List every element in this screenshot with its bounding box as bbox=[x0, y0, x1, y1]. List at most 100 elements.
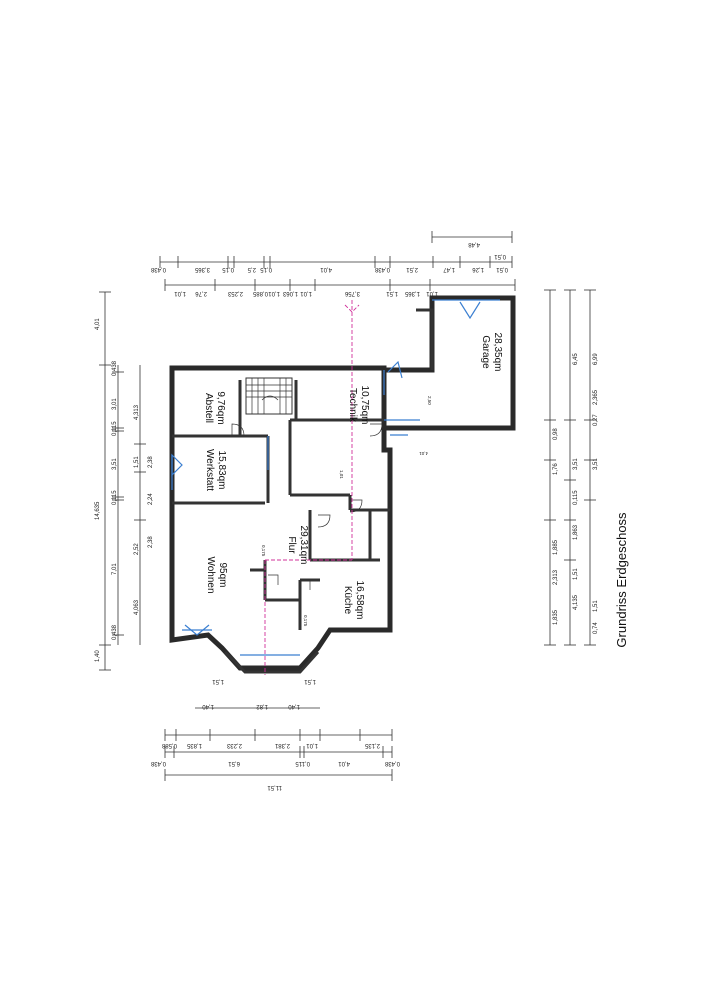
dim-top-5: 0,15 bbox=[260, 266, 272, 272]
dim-right-inner-3: 1,885 bbox=[553, 539, 559, 555]
left-dimension-chain: 4,01 14,635 1,40 0,438 3,01 0,115 3,51 0… bbox=[95, 291, 154, 671]
room-wohnen: Wohnen 95qm bbox=[205, 556, 228, 593]
room-flur-area: 29,31qm bbox=[298, 526, 309, 565]
room-technik-name: Technik bbox=[347, 388, 358, 423]
room-wohnen-name: Wohnen bbox=[205, 556, 216, 593]
dim-top-7: 0,438 bbox=[374, 266, 390, 272]
dim-bottom-detail-4: 2,381 bbox=[274, 742, 290, 748]
dim-top-inner-5: 1,01 bbox=[268, 290, 280, 296]
dim-left-small-3: 2,38 bbox=[148, 536, 154, 548]
dim-bottom-mid-1: 0,438 bbox=[150, 760, 166, 766]
right-dimension-chain: 0,74 1,51 3,51 0,27 6,45 6,99 1,835 2,31… bbox=[544, 289, 599, 646]
dim-left-small-1: 2,38 bbox=[148, 456, 154, 468]
dim-bay-2: 1,82 bbox=[256, 703, 268, 709]
dim-bottom-detail-3: 2,233 bbox=[226, 742, 242, 748]
dim-left-inner-1: 0,438 bbox=[112, 360, 118, 376]
dim-bottom-detail-6: 2,135 bbox=[364, 742, 380, 748]
dim-bottom-detail-5: 1,01 bbox=[306, 742, 318, 748]
technik-dim-label: 1,01 bbox=[339, 470, 344, 479]
doors bbox=[231, 423, 383, 590]
dim-right-small-3: 1,863 bbox=[573, 524, 579, 540]
dim-top-inner-4: 0,885 bbox=[252, 290, 268, 296]
room-labels: Abstell 9,76qm Werkstatt 15,83qm Wohnen … bbox=[203, 333, 503, 620]
dim-right-inner-1: 1,835 bbox=[553, 609, 559, 625]
dim-right-inner-6: 2,365 bbox=[593, 389, 599, 405]
dim-left-1: 4,01 bbox=[95, 318, 101, 330]
dim-right-inner-4: 1,76 bbox=[553, 463, 559, 475]
dim-left-inner-2: 3,01 bbox=[112, 398, 118, 410]
dim-top-inner-2: 2,76 bbox=[195, 290, 207, 296]
dim-left-inner-6: 7,01 bbox=[112, 563, 118, 575]
staircase bbox=[245, 377, 293, 415]
dim-top-4: 2,5 bbox=[247, 266, 256, 272]
room-abstell-name: Abstell bbox=[203, 393, 214, 423]
dim-top-3: 0,15 bbox=[222, 266, 234, 272]
dim-bottom-detail-1: 0,588 bbox=[161, 742, 177, 748]
dim-bay-3: 1,40 bbox=[288, 703, 300, 709]
dim-top-6: 4,01 bbox=[320, 266, 332, 272]
dim-right-small-4: 3,51 bbox=[573, 458, 579, 470]
dim-left-inner-3: 0,115 bbox=[112, 421, 118, 436]
room-flur-name: Flur bbox=[286, 536, 297, 554]
room-technik-area: 10,75qm bbox=[359, 386, 370, 425]
exterior-walls bbox=[169, 295, 516, 674]
dim-right-inner-2: 2,313 bbox=[553, 569, 559, 585]
dim-top-inner-1: 1,01 bbox=[174, 290, 186, 296]
dim-left-small-2: 2,24 bbox=[148, 493, 154, 505]
dim-bottom-mid-5: 0,438 bbox=[384, 760, 400, 766]
room-werkstatt-area: 15,83qm bbox=[216, 451, 227, 490]
room-abstell: Abstell 9,76qm bbox=[203, 391, 226, 424]
dim-bottom-mid-4: 4,01 bbox=[338, 760, 350, 766]
dim-top-9: 1,47 bbox=[443, 266, 455, 272]
dim-top-10: 1,26 bbox=[472, 266, 484, 272]
dim-left-inner-7: 0,438 bbox=[112, 624, 118, 640]
dim-bay-5: 1,51 bbox=[304, 678, 316, 684]
plan-title: Grundriss Erdgeschoss bbox=[614, 512, 629, 648]
dim-left-inner-5: 0,115 bbox=[112, 490, 118, 505]
dim-top-inner-6: 1,063 bbox=[282, 290, 298, 296]
dim-left-3: 1,40 bbox=[95, 650, 101, 662]
dim-top-inner-10: 1,365 bbox=[404, 290, 420, 296]
room-werkstatt: Werkstatt 15,83qm bbox=[204, 449, 227, 491]
room-wohnen-area: 95qm bbox=[217, 562, 228, 587]
dim-left-detail-1: 4,313 bbox=[134, 404, 140, 420]
room-abstell-area: 9,76qm bbox=[215, 391, 226, 424]
dim-top-inner-8: 3,756 bbox=[344, 290, 360, 296]
room-garage-area: 28,35qm bbox=[492, 333, 503, 372]
room-kueche: Küche 16,58qm bbox=[342, 581, 365, 620]
room-technik: Technik 10,75qm bbox=[347, 386, 370, 425]
dim-right-inner-5: 0,98 bbox=[553, 428, 559, 440]
dim-right-5: 6,45 bbox=[573, 353, 579, 365]
dim-right-small-1: 4,135 bbox=[573, 594, 579, 610]
dim-left-detail-2: 1,51 bbox=[134, 456, 140, 468]
room-kueche-name: Küche bbox=[342, 586, 353, 615]
garage-offset-label: 4,01 bbox=[419, 451, 428, 456]
dim-bottom-detail-2: 1,835 bbox=[186, 742, 202, 748]
room-garage: Garage 28,35qm bbox=[480, 333, 503, 372]
dim-left-2: 14,635 bbox=[95, 501, 101, 520]
dim-top-inner-7: 1,01 bbox=[300, 290, 312, 296]
dim-left-detail-4: 4,063 bbox=[134, 599, 140, 615]
dim-right-small-2: 1,51 bbox=[573, 568, 579, 580]
dim-bay-4: 1,51 bbox=[212, 678, 224, 684]
dim-garage-width: 4,48 bbox=[468, 241, 480, 247]
dim-left-inner-4: 3,51 bbox=[112, 458, 118, 470]
dim-top-11: 0,51 bbox=[496, 266, 508, 272]
dim-top-1: 0,438 bbox=[150, 266, 166, 272]
axis-lines bbox=[264, 300, 360, 675]
dim-right-2: 1,51 bbox=[593, 600, 599, 612]
room-kueche-area: 16,58qm bbox=[354, 581, 365, 620]
dim-right-4: 0,27 bbox=[593, 414, 599, 426]
bottom-dimension-chain: 11,51 0,438 6,51 0,115 4,01 0,438 0,588 … bbox=[150, 678, 400, 790]
kitchen-dim-label: 0,175 bbox=[303, 615, 308, 627]
dim-right-6: 6,99 bbox=[593, 353, 599, 365]
dim-top-8: 2,51 bbox=[406, 266, 418, 272]
dim-right-3: 3,51 bbox=[593, 458, 599, 470]
dim-top-inner-3: 2,253 bbox=[227, 290, 243, 296]
garage-depth-label: 2,50 bbox=[427, 396, 432, 405]
dim-left-detail-3: 2,52 bbox=[134, 543, 140, 555]
dim-bay-1: 1,40 bbox=[202, 703, 214, 709]
dim-top-2: 3,365 bbox=[194, 266, 210, 272]
dim-garage-wall: 0,51 bbox=[494, 253, 506, 259]
